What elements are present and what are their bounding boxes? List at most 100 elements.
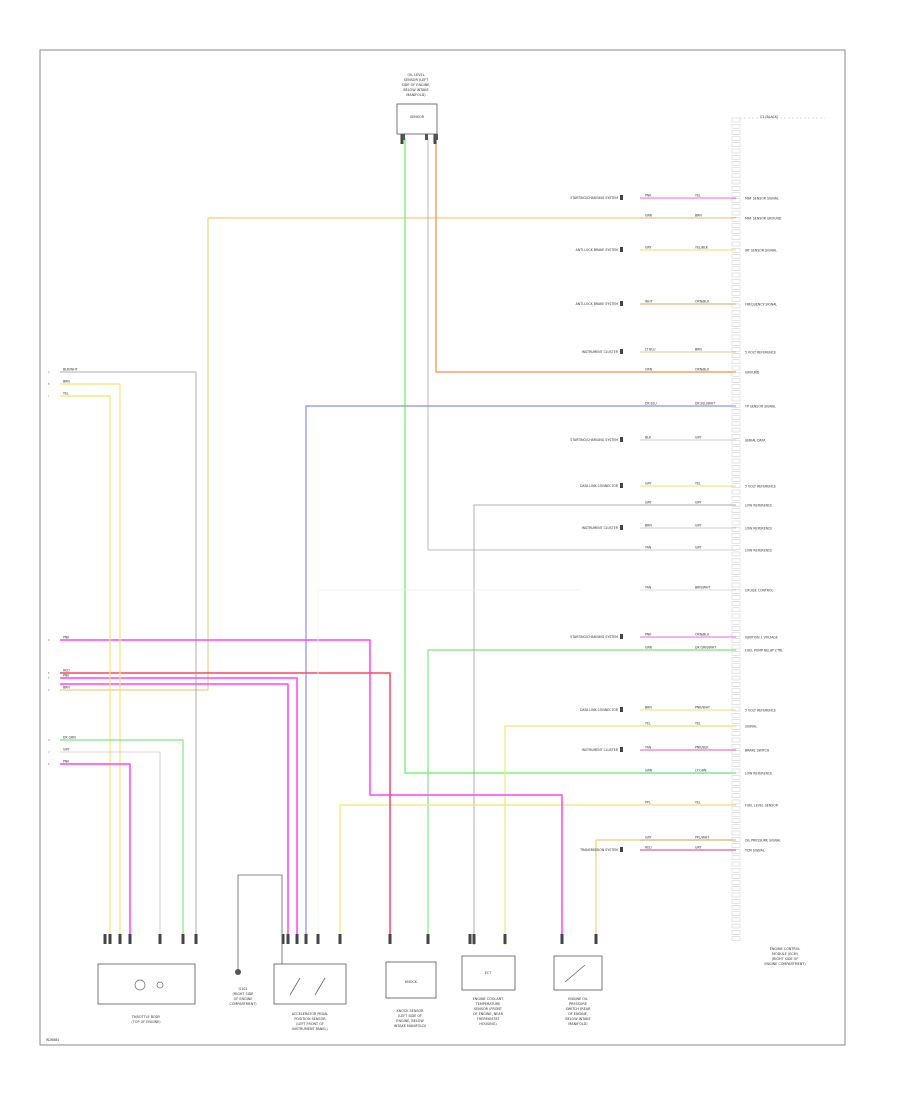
left-wire-label: YEL [63, 392, 69, 396]
ecm-pin-cell [731, 254, 741, 259]
ecm-pin-strip [731, 117, 825, 941]
ecm-pin-cell [731, 285, 741, 290]
ecm-pin-cell [731, 768, 741, 774]
ecm-title-line-3: (RIGHT SIDE OF [772, 957, 799, 961]
wire-brn-left-to-throttle [60, 383, 121, 934]
ecm-pin-cell [731, 719, 741, 724]
ground-line-1: G102 [238, 987, 247, 991]
ecm-title-line-1: ENGINE CONTROL [770, 947, 801, 951]
ecm-pin-cell [731, 216, 741, 222]
ground-line-2: (RIGHT SIDE [233, 992, 254, 996]
ecm-pin-cell [731, 458, 741, 464]
ecm-pin-wire-color: YEL [695, 482, 701, 486]
component-connector-pin [338, 934, 342, 944]
ecm-pin-source: INSTRUMENT CLUSTER [582, 748, 619, 752]
throttle-body-line-1: THROTTLE BODY [131, 1015, 161, 1019]
ecm-pin-cell [731, 582, 741, 588]
ecm-pin-wire-color: GRY [645, 246, 651, 250]
left-wire-pin: A [48, 370, 50, 374]
ecm-pin-cell [731, 799, 741, 805]
ecm-pin-cell [731, 403, 741, 408]
wire-gry-left-to-throttle [60, 751, 161, 934]
ecm-pin-function: SIGNAL [745, 725, 757, 729]
left-wire-pin: B [48, 382, 50, 386]
connector-icon [620, 525, 623, 530]
ecm-pin-wire-color: PPL [645, 801, 651, 805]
ecm-pin-cell [731, 514, 741, 519]
wire-orange-sensor-to-ecm [435, 138, 736, 373]
ecm-pin-wire-color: DK GRN/WHT [695, 646, 716, 650]
component-connector-pin [316, 934, 320, 944]
ecm-title-line-2: MODULE (ECM) [772, 952, 799, 956]
ecm-pin-cell [731, 886, 741, 891]
ecm-pin-cell [731, 620, 741, 625]
ecm-pin-cell [731, 477, 741, 482]
ecm-pin-cell [731, 737, 741, 743]
ect-line-5: THERMOSTAT [476, 1017, 501, 1021]
ecm-pin-wire-color: YEL [695, 801, 701, 805]
ecm-pin-cell [731, 291, 741, 296]
ecm-pin-cell [731, 415, 741, 420]
ecm-pin-wire-color: GRN [645, 646, 653, 650]
ecm-pin-cell [731, 223, 741, 228]
ecm-pin-function: 5 VOLT REFERENCE [745, 351, 776, 355]
ecm-pin-cell [731, 142, 741, 148]
component-connector-pin [286, 934, 290, 944]
ecm-pin-wire-color: BRN [645, 706, 652, 710]
left-wire-pin: D [48, 638, 50, 642]
ecm-pin-wire-color: GRY [645, 501, 651, 505]
ecm-pin-wire-color: YEL [645, 722, 651, 726]
ecm-pin-function: 5 VOLT REFERENCE [745, 709, 776, 713]
ect-sensor-box [461, 955, 516, 991]
ecm-pin-source: TRANSMISSION SYSTEM [579, 848, 618, 852]
ecm-pin-cell [731, 843, 741, 848]
wire-tan-ecm-to-oil [595, 839, 736, 935]
ecm-pin-cell [731, 167, 741, 172]
ecm-pin-cell [731, 694, 741, 699]
ecm-pin-cell [731, 700, 741, 705]
component-connector-pin [468, 934, 472, 944]
ecm-pin-cell [731, 279, 741, 284]
ecm-pin-function: LOW REFERENCE [745, 504, 772, 508]
component-connector-pin [560, 934, 564, 944]
ect-sensor-inner: ECT [485, 971, 493, 975]
ecm-pin-wire-color: ORN/BLK [695, 633, 710, 637]
wire-red-left-to-knock [60, 672, 391, 935]
wire-green-sensor-to-ecm [404, 138, 736, 774]
ecm-pin-cell [731, 812, 741, 817]
ecm-pin-function: CRUISE CONTROL [745, 589, 774, 593]
ecm-pin-cell [731, 539, 741, 544]
ecm-pin-wire-color: BRN [695, 214, 702, 218]
ecm-pin-wire-color: TAN [644, 746, 652, 750]
ecm-pin-cell [731, 192, 741, 197]
wire-yel-left-to-throttle [60, 395, 111, 934]
top-sensor-pin-1 [402, 134, 405, 140]
ecm-pin-cell [731, 173, 741, 179]
ecm-pin-wire-color: GRY [645, 482, 651, 486]
ecm-pin-cell [731, 272, 741, 278]
wire-yellow-ecm-to-pedal [339, 804, 736, 935]
connector-icon [620, 483, 623, 488]
ecm-pin-cell [731, 892, 741, 898]
left-wire-label: BRN [63, 380, 70, 384]
connector-icon [620, 195, 623, 200]
ecm-pin-cell [731, 669, 741, 674]
wire-tan-ecm-to-left [60, 217, 736, 691]
ecm-pin-cell [731, 682, 741, 687]
ecm-pin-cell [731, 465, 741, 470]
ecm-pin-cell [731, 396, 741, 402]
ecm-pin-cell [731, 855, 741, 860]
ecm-pin-cell [731, 762, 741, 767]
ground-line-4: COMPARTMENT) [229, 1002, 257, 1006]
ecm-pin-cell [731, 185, 741, 191]
ecm-pin-cell [731, 229, 741, 234]
ect-line-3: SENSOR (FRONT [474, 1007, 503, 1011]
left-wire-pin: C [48, 394, 50, 398]
top-sensor-line-2: SENSOR (LEFT [404, 78, 429, 82]
ecm-pin-function: FUEL PUMP RELAY CTRL [745, 649, 783, 653]
ecm-pin-cell [731, 384, 741, 389]
component-connector-pin [118, 934, 122, 944]
ecm-pin-wire-color: GRY [695, 524, 701, 528]
ecm-pin-source: STARTING/CHARGING SYSTEM [570, 196, 618, 200]
ecm-pin-cell [731, 756, 741, 761]
